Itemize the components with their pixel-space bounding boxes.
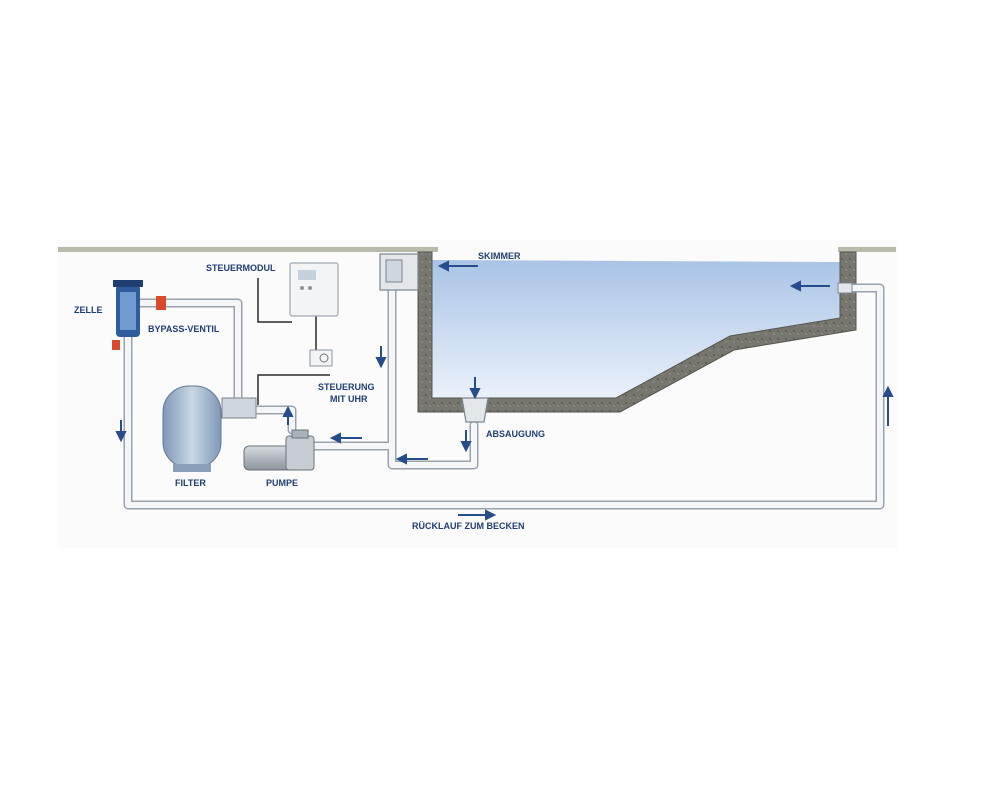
ground-line <box>58 247 896 252</box>
flow-arrow-icon <box>375 346 387 369</box>
label-mit-uhr: MIT UHR <box>330 394 368 404</box>
label-steuermodul: STEUERMODUL <box>206 263 276 273</box>
chlorine-cell-icon <box>113 280 143 337</box>
label-skimmer: SKIMMER <box>478 251 521 261</box>
valve-icon <box>112 296 166 350</box>
label-absaugung: ABSAUGUNG <box>486 429 545 439</box>
flow-arrow-icon <box>469 377 481 400</box>
pool-water <box>432 260 840 398</box>
control-box-icon <box>289 262 339 317</box>
skimmer <box>379 253 419 291</box>
timer-icon <box>309 349 333 367</box>
flow-arrow-icon <box>789 280 830 292</box>
label-bypass-ventil: BYPASS-VENTIL <box>148 324 220 334</box>
sand-filter-icon <box>162 385 257 472</box>
label-ruecklauf: RÜCKLAUF ZUM BECKEN <box>412 521 525 531</box>
flow-arrow-icon <box>115 420 127 443</box>
label-zelle: ZELLE <box>74 305 103 315</box>
flow-arrow-icon <box>282 405 294 425</box>
pipe-network <box>123 280 885 510</box>
flow-arrow-icon <box>458 509 497 521</box>
flow-arrow-icon <box>460 430 472 453</box>
floor-drain <box>461 397 489 423</box>
label-steuerung: STEUERUNG <box>318 382 375 392</box>
pool-shell <box>417 251 857 413</box>
flow-arrow-icon <box>882 385 894 426</box>
control-wires <box>257 278 330 405</box>
flow-arrow-icon <box>395 453 428 465</box>
label-filter: FILTER <box>175 478 206 488</box>
return-inlet <box>837 282 853 294</box>
flow-arrow-icon <box>329 432 362 444</box>
flow-arrows <box>115 260 894 521</box>
label-pumpe: PUMPE <box>266 478 298 488</box>
pump-icon <box>243 429 315 471</box>
flow-arrow-icon <box>437 260 478 272</box>
